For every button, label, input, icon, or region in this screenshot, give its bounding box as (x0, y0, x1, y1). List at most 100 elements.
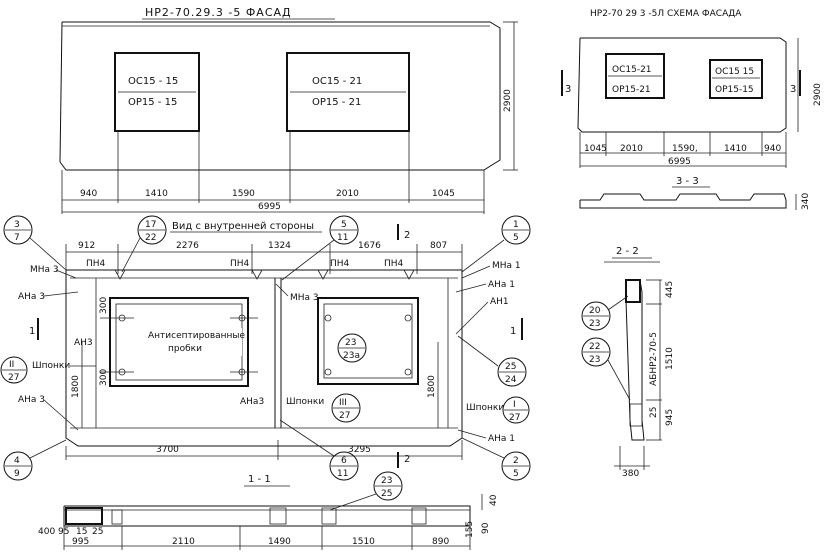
section-1-1-dim-1: 995 (72, 537, 89, 547)
pn4-label-3: ПН4 (330, 259, 350, 269)
leader-line (455, 301, 489, 335)
inner-panel-outline (65, 269, 463, 447)
leader-line (457, 429, 487, 439)
leader-line (461, 265, 491, 279)
inner-view-title: Вид с внутренней стороны (172, 221, 314, 232)
pn4-loop (403, 269, 415, 280)
facade-window-left (114, 52, 200, 132)
inner-dim-1800-left: 1800 (71, 375, 81, 398)
scheme-view: НР2-70 29 3 -5Л СХЕМА ФАСАДА ОС15-21 ОР1… (561, 9, 823, 168)
pn4-label-2: ПН4 (230, 259, 250, 269)
inner-top-dim-1: 912 (78, 241, 95, 251)
svg-text:23: 23 (589, 355, 600, 365)
callout-25-24: 25 24 (457, 335, 527, 387)
facade-dim-1: 940 (80, 189, 97, 199)
leader-line (55, 269, 77, 279)
label-ana3-center: АНа3 (240, 397, 264, 407)
window-left-top-label: ОС15 - 15 (128, 76, 178, 87)
section-2-2-bottom-block (629, 403, 643, 427)
scheme-dim-1: 1045 (584, 144, 607, 154)
label-ana1-right-top: АНа 1 (488, 280, 515, 290)
scheme-dim-5: 940 (764, 144, 781, 154)
inner-window-left (109, 297, 249, 387)
pn4-loop (317, 269, 329, 280)
section-1-1-small-3: 15 (76, 527, 87, 537)
svg-text:27: 27 (509, 413, 520, 423)
svg-text:25: 25 (381, 489, 392, 499)
scheme-height-dim: 2900 (813, 83, 823, 106)
callout-2-5: 2 5 (461, 437, 531, 481)
scheme-title: НР2-70 29 3 -5Л СХЕМА ФАСАДА (590, 9, 742, 19)
callout-5-11: 5 11 (281, 215, 359, 281)
label-ana3-left-bottom: АНа 3 (18, 395, 45, 405)
callouts: 3 7 17 22 5 11 1 5 II (0, 215, 531, 511)
section-1-1-dim-40: 40 (489, 494, 499, 506)
label-shponki-left: Шпонки (32, 361, 70, 371)
window-left-bottom-label: ОР15 - 15 (128, 97, 177, 108)
scheme-window-2 (709, 59, 763, 99)
svg-text:24: 24 (505, 375, 517, 385)
scheme-window-2-top: ОС15 15 (715, 67, 754, 77)
section-1-1-title: 1 - 1 (248, 474, 271, 485)
section-1-1-outline (63, 505, 471, 527)
section-2-2-dim-1: 445 (665, 281, 675, 298)
leader-line (455, 283, 487, 293)
inner-bottom-dim-2: 3295 (348, 445, 371, 455)
callout-4-9: 4 9 (3, 439, 67, 481)
section-1-1-right-small-2: 90 (481, 522, 491, 534)
section-3-3-dim: 340 (801, 193, 811, 210)
label-ana3-left-top: АНа 3 (18, 292, 45, 302)
svg-text:22: 22 (145, 233, 156, 243)
facade-dim-3: 1590 (232, 189, 255, 199)
label-mna1-right: МНа 1 (492, 261, 521, 271)
scheme-dim-2: 2010 (620, 144, 643, 154)
label-mna3-left: МНа 3 (30, 265, 59, 275)
pn4-loop (114, 269, 126, 280)
inner-dim-300-b: 300 (99, 369, 109, 386)
label-mna3-center: МНа 3 (290, 293, 319, 303)
facade-outline (59, 21, 501, 171)
inner-top-dim-2: 2276 (176, 241, 199, 251)
note-line-2: пробки (168, 344, 202, 354)
plug-mark (404, 368, 412, 376)
inner-top-dim-4: 1676 (358, 241, 381, 251)
svg-text:4: 4 (14, 456, 20, 466)
facade-dim-4: 2010 (336, 189, 359, 199)
inner-view: Вид с внутренней стороны 912 2276 1324 1… (18, 221, 523, 468)
pn4-label-1: ПН4 (86, 259, 106, 269)
callout-23-23a: 23 23а (337, 333, 367, 363)
svg-text:9: 9 (14, 469, 20, 479)
scheme-window-1-top: ОС15-21 (612, 65, 652, 75)
leader-line (43, 399, 79, 431)
section-3-3-profile (579, 193, 787, 209)
leader-line (43, 291, 79, 297)
section-1-1-block (411, 507, 427, 525)
plug-mark (324, 368, 332, 376)
callout-17-22: 17 22 (121, 215, 167, 273)
label-shponki-center: Шпонки (286, 397, 324, 407)
callout-i-27: I 27 (502, 396, 530, 424)
label-an3: АН3 (74, 338, 93, 348)
section-1-1-dim-5: 890 (432, 537, 449, 547)
section-2-2: 2 - 2 445 1510 945 АБНР2-70-5 25 380 20 … (581, 246, 675, 479)
callout-1-5: 1 5 (461, 215, 531, 273)
window-right-bottom-label: ОР15 - 21 (312, 97, 361, 108)
callout-23-25: 23 25 (329, 471, 403, 511)
section-1-1-right-small-1: 155 (465, 521, 475, 538)
callout-iii-27: III 27 (331, 393, 361, 423)
svg-text:3: 3 (14, 220, 20, 230)
callout-20-23: 20 23 (581, 295, 629, 331)
svg-text:5: 5 (341, 220, 347, 230)
svg-text:27: 27 (339, 411, 350, 421)
scheme-window-1 (605, 53, 665, 99)
inner-window-right (317, 297, 419, 385)
label-ana1-right-bottom: АНа 1 (488, 434, 515, 444)
section-1-1-dim-2: 2110 (172, 537, 195, 547)
facade-total-dim: 6995 (258, 202, 281, 212)
svg-text:5: 5 (513, 469, 519, 479)
svg-text:1: 1 (513, 220, 519, 230)
inner-bottom-dim-1: 3700 (156, 445, 179, 455)
leader-line (275, 283, 289, 297)
inner-top-dim-3: 1324 (268, 241, 291, 251)
section-2-2-top-block (625, 279, 641, 303)
